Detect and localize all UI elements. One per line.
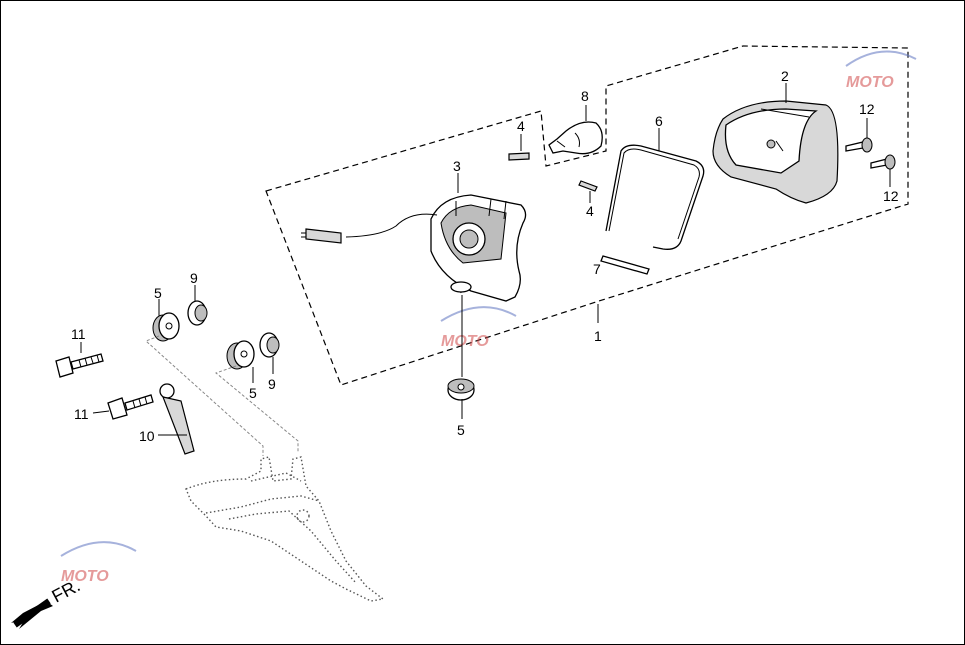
svg-text:MOTO: MOTO xyxy=(846,74,894,91)
callout-1: 1 xyxy=(594,328,602,344)
mount-boss xyxy=(450,281,472,293)
strap xyxy=(159,383,195,455)
callout-4a: 4 xyxy=(517,118,525,134)
moto-logo-icon: MOTO xyxy=(60,541,137,585)
callout-5b: 5 xyxy=(249,385,257,401)
collar-left-upper xyxy=(187,300,208,326)
screw-lower xyxy=(870,154,896,170)
align-line-a xyxy=(145,335,264,456)
pad-upper xyxy=(508,152,530,161)
callout-9b: 9 xyxy=(268,376,276,392)
callout-7: 7 xyxy=(593,261,601,277)
callout-8: 8 xyxy=(581,88,589,104)
callout-12a: 12 xyxy=(859,101,875,117)
svg-text:MOTO: MOTO xyxy=(61,568,109,585)
collar-left-lower xyxy=(259,332,280,358)
light-housing xyxy=(301,194,527,302)
arrow-down-left-icon xyxy=(11,598,53,629)
callout-6: 6 xyxy=(655,113,663,129)
callout-2: 2 xyxy=(781,68,789,84)
callout-5c: 5 xyxy=(457,422,465,438)
grommet-lower xyxy=(447,378,475,401)
callout-12b: 12 xyxy=(883,188,899,204)
callout-11b: 11 xyxy=(74,406,89,422)
rear-fender-bracket xyxy=(185,456,385,602)
grommet-left-upper xyxy=(152,312,180,342)
moto-logo-icon: MOTO xyxy=(845,50,917,91)
seal-strip xyxy=(600,255,650,275)
bolt-lower xyxy=(107,394,154,420)
align-line-b xyxy=(214,365,299,453)
leader-11b xyxy=(92,410,110,414)
callout-9a: 9 xyxy=(190,270,198,286)
bolt-upper xyxy=(55,353,104,378)
callout-10: 10 xyxy=(139,428,155,444)
tail-light-lens xyxy=(712,100,839,204)
gasket xyxy=(605,144,705,250)
screw-upper xyxy=(845,137,873,153)
bulb xyxy=(548,121,603,155)
assembly-outline xyxy=(265,45,909,386)
callout-11a: 11 xyxy=(71,326,86,342)
moto-logo-icon: MOTO xyxy=(440,306,517,350)
callout-5a: 5 xyxy=(154,285,162,301)
callout-3: 3 xyxy=(453,158,461,174)
svg-text:MOTO: MOTO xyxy=(441,333,489,350)
callout-4b: 4 xyxy=(586,203,594,219)
pad-lower xyxy=(578,180,598,192)
grommet-left-lower xyxy=(226,340,255,370)
